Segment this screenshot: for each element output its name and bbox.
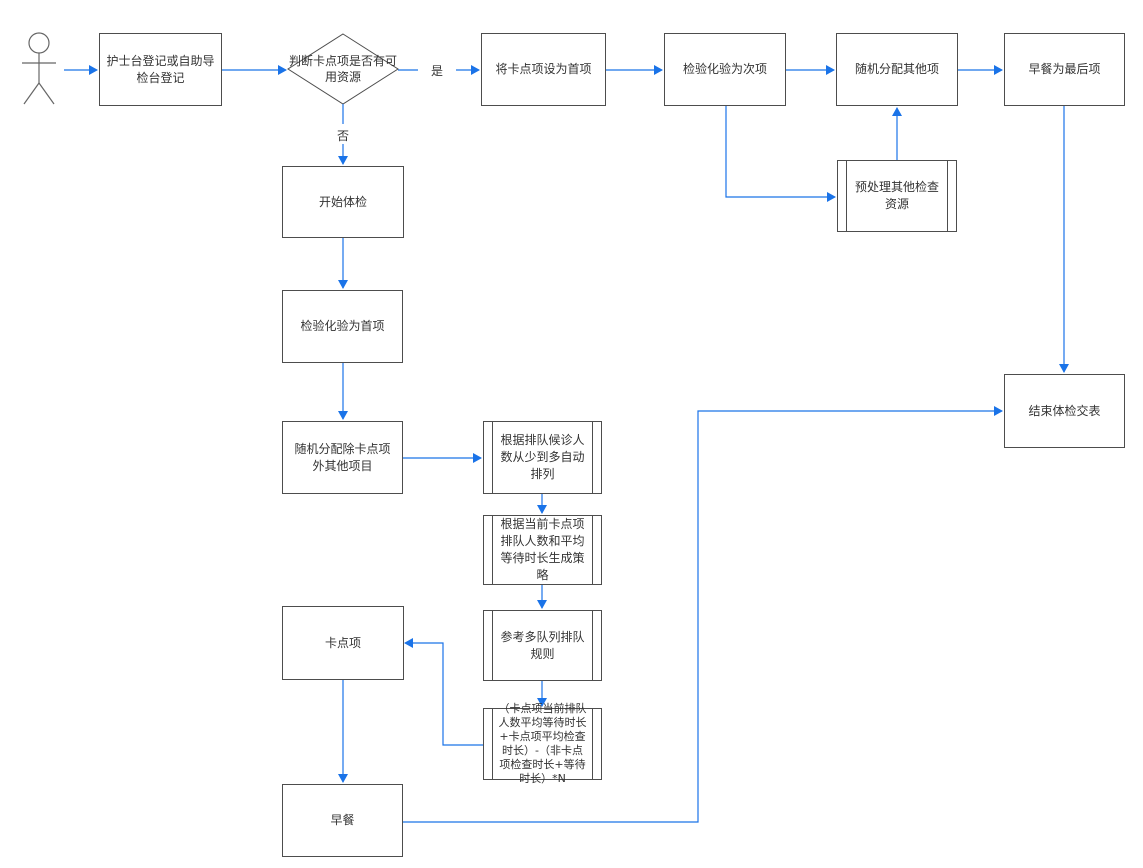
lab-first-node: 检验化验为首项 — [282, 290, 403, 363]
arrow-formula-checkpoint — [404, 638, 483, 746]
random-except-node: 随机分配除卡点项外其他项目 — [282, 421, 403, 494]
random-other-node: 随机分配其他项 — [836, 33, 958, 106]
decision-label: 判断卡点项是否有可用资源 — [288, 54, 397, 84]
lab-second-node: 检验化验为次项 — [664, 33, 786, 106]
arrow-breakfast-end — [403, 406, 1003, 823]
breakfast-last-node: 早餐为最后项 — [1004, 33, 1125, 106]
preprocess-node: 预处理其他检查资源 — [837, 160, 957, 232]
strategy-node: 根据当前卡点项排队人数和平均等待时长生成策略 — [483, 515, 602, 585]
yes-label: 是 — [431, 64, 444, 78]
set-first-node: 将卡点项设为首项 — [481, 33, 606, 106]
checkpoint-node: 卡点项 — [282, 606, 404, 680]
arrow-labsecond-preprocess — [725, 106, 836, 202]
register-node: 护士台登记或自助导检台登记 — [99, 33, 222, 106]
arrows — [64, 65, 1069, 823]
end-exam-node: 结束体检交表 — [1004, 374, 1125, 448]
actor-icon — [22, 32, 56, 105]
formula-node: （卡点项当前排队人数平均等待时长+卡点项平均检查时长）-（非卡点项检查时长+等待… — [483, 702, 602, 785]
start-exam-node: 开始体检 — [282, 166, 404, 238]
multi-queue-node: 参考多队列排队规则 — [483, 610, 602, 681]
sort-queue-node: 根据排队候诊人数从少到多自动排列 — [483, 421, 602, 494]
breakfast-node: 早餐 — [282, 784, 403, 857]
no-label: 否 — [337, 129, 350, 143]
